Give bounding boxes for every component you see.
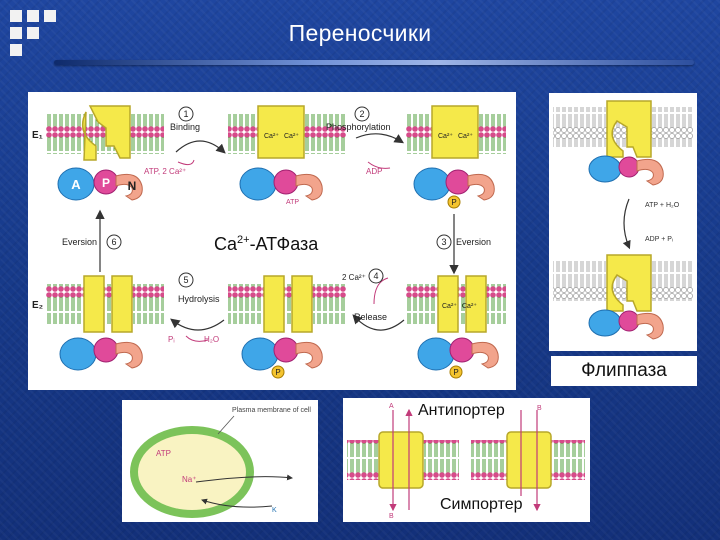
domain-n-label: N [128, 179, 137, 193]
antiporter-b-label: B [389, 513, 394, 520]
step-3-number: 3 [441, 237, 446, 247]
ca-atpase-cycle-diagram: 1 2 3 4 5 6 Binding Phosphorylation Ever… [32, 105, 506, 379]
symporter-label: Симпортер [438, 496, 525, 514]
step-3-label: Eversion [456, 237, 491, 247]
step-4-number: 4 [373, 271, 378, 281]
domain-a-label: A [71, 177, 81, 192]
flippase-diagram: ATP + H₂O ADP + Pᵢ [553, 100, 693, 340]
step-1-label: Binding [170, 122, 200, 132]
state-e1-label: E₁ [32, 130, 43, 141]
flippase-panel: ATP + H₂O ADP + Pᵢ [549, 93, 697, 351]
pump-3 [413, 105, 495, 209]
phosphate-2: P [275, 368, 280, 377]
arrow-pi-out [185, 335, 209, 342]
h2o-label: H₂O [204, 335, 219, 344]
flippase-input-label: ATP + H₂O [645, 202, 680, 209]
membrane-4 [46, 284, 164, 324]
pump-6 [417, 275, 499, 379]
ca-ion-2: Ca²⁺ [284, 133, 299, 140]
phosphate-3: P [453, 368, 458, 377]
pump-4 [59, 275, 143, 371]
arrow-binding [175, 140, 226, 154]
step-5-label: Hydrolysis [178, 294, 220, 304]
ca-ion-3: Ca²⁺ [438, 133, 453, 140]
cell-atp-label: ATP [156, 449, 171, 458]
na-label: Na⁺ [182, 475, 196, 484]
symporter-b-label: B [537, 405, 542, 412]
pump-5 [241, 275, 323, 379]
symporter-protein [506, 431, 552, 489]
flippase-label: Флиппаза [551, 356, 697, 386]
title-rule [54, 60, 694, 65]
porter-panel: A B B [343, 398, 590, 522]
atp-in-label: ATP, 2 Ca²⁺ [144, 167, 186, 176]
antiporter-a-label: A [389, 403, 394, 410]
membrane-5 [228, 284, 346, 324]
porter-diagram: A B B [347, 403, 585, 520]
step-6-label: Eversion [62, 237, 97, 247]
flippase-arrow [622, 198, 631, 250]
k-arrow [201, 498, 273, 508]
domain-p-label: P [102, 176, 110, 190]
arrow-adp-out [367, 161, 391, 169]
ca-ion-6: Ca²⁺ [462, 303, 477, 310]
ca-ion-4: Ca²⁺ [458, 133, 473, 140]
na-arrow [195, 474, 293, 483]
adp-out-label: ADP [366, 167, 382, 176]
arrow-release [352, 314, 405, 331]
step-5-number: 5 [183, 275, 188, 285]
state-e2-label: E₂ [32, 300, 43, 311]
atp-bound-label: ATP [286, 199, 299, 206]
flippase-protein-bottom [588, 254, 664, 340]
step-2-number: 2 [359, 109, 364, 119]
cell-body [130, 426, 254, 518]
arrow-atp-in [177, 159, 195, 166]
antiporter-label: Антипортер [416, 402, 507, 420]
pump-2 [239, 105, 323, 201]
ca-atpase-panel: 1 2 3 4 5 6 Binding Phosphorylation Ever… [28, 92, 516, 390]
cell-panel: Plasma membrane of cell ATP Na⁺ K [122, 400, 318, 522]
pump-1 [57, 105, 143, 201]
step-6-number: 6 [111, 237, 116, 247]
k-label: K [272, 507, 277, 514]
flippase-protein-top [588, 100, 664, 186]
flippase-output-label: ADP + Pᵢ [645, 236, 673, 243]
arrow-phosphorylation [355, 133, 405, 144]
step-1-number: 1 [183, 109, 188, 119]
arrow-hydrolysis [170, 318, 225, 331]
membrane-pointer [217, 415, 235, 435]
cell-diagram: Plasma membrane of cell ATP Na⁺ K [130, 407, 311, 518]
slide-title: Переносчики [288, 20, 432, 46]
antiporter-protein [378, 431, 424, 489]
membrane-label: Plasma membrane of cell [232, 407, 311, 414]
ca-atpase-label: Ca2+-АТФаза [212, 234, 321, 255]
pi-label: Pᵢ [168, 335, 175, 344]
arrow-ca-out [373, 277, 389, 305]
step-2-label: Phosphorylation [326, 122, 391, 132]
ca-ion-5: Ca²⁺ [442, 303, 457, 310]
phosphate-1: P [451, 198, 456, 207]
ca-out-label: 2 Ca²⁺ [342, 273, 366, 282]
step-4-label: Release [354, 312, 387, 322]
ca-ion-1: Ca²⁺ [264, 133, 279, 140]
